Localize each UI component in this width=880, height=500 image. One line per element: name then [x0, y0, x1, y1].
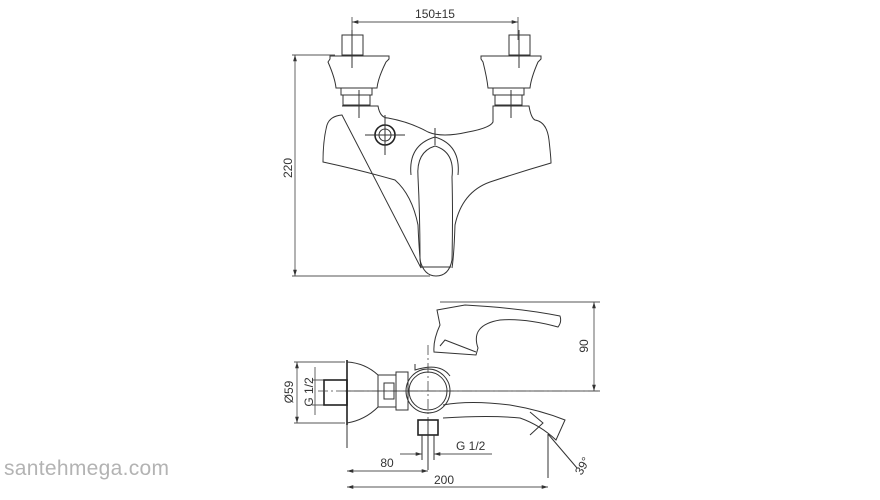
dimension-total-projection: 200 — [347, 473, 548, 489]
dimension-label-90: 90 — [577, 339, 591, 353]
dimension-label-outlet-g12: G 1/2 — [456, 439, 486, 453]
body-side-circle — [405, 345, 451, 425]
mixer-body — [322, 105, 552, 269]
outlet-connection: G 1/2 — [400, 419, 492, 470]
mixer-lever — [410, 128, 459, 277]
lever-side — [433, 304, 562, 356]
dimension-label-200: 200 — [434, 473, 454, 487]
dimension-connection-spacing: 150±15 — [351, 7, 519, 40]
front-view: 150±15 220 — [281, 7, 552, 277]
diverter-knob — [365, 115, 405, 155]
side-view: 90 Ø59 G 1/2 — [282, 301, 600, 489]
dimension-escutcheon: Ø59 — [282, 361, 345, 424]
dimension-label-d59: Ø59 — [282, 380, 296, 403]
left-connection — [327, 30, 390, 118]
dimension-label-150: 150±15 — [415, 7, 455, 21]
watermark: santehmega.com — [4, 457, 170, 480]
spout — [442, 402, 566, 441]
dimension-label-220: 220 — [281, 158, 295, 178]
dimension-lever-height: 90 — [345, 301, 600, 392]
dimension-label-80: 80 — [380, 456, 394, 470]
right-connection — [480, 30, 542, 118]
dimension-height: 220 — [281, 54, 430, 277]
dimension-wall-to-outlet: 80 — [347, 456, 428, 473]
dimension-label-angle: 39° — [572, 454, 593, 477]
dimension-label-inlet-g12: G 1/2 — [302, 377, 316, 407]
